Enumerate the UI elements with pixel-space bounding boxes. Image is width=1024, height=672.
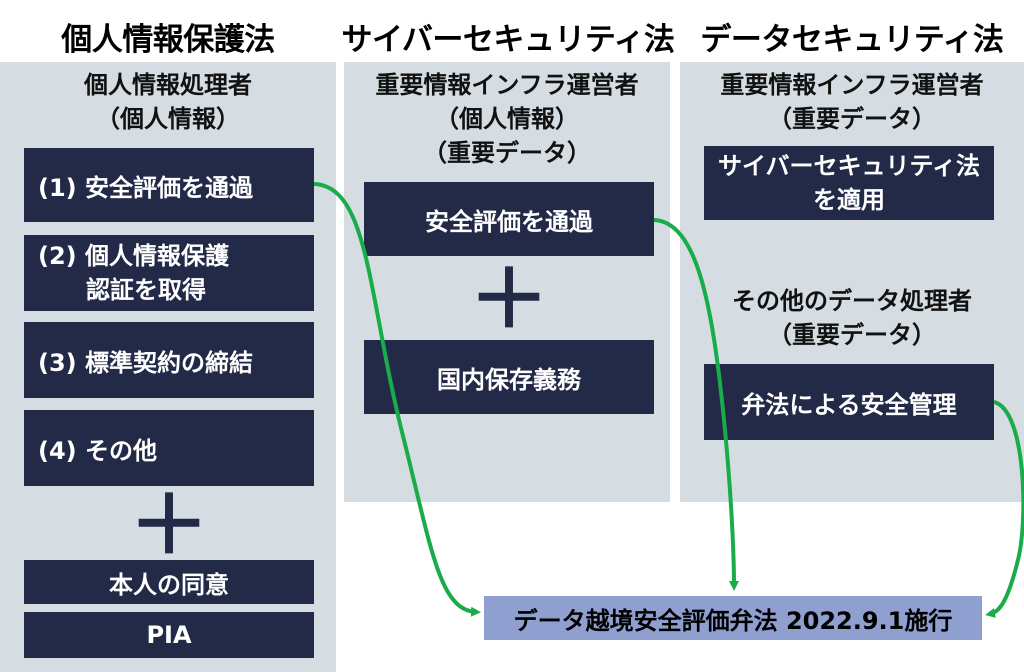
pipl-item-3: (3) 標準契約の締結 xyxy=(24,322,314,398)
cyber-item-security-assessment: 安全評価を通過 xyxy=(364,182,654,256)
target-label: データ越境安全評価弁法 2022.9.1施行 xyxy=(513,606,953,635)
arrow-ds-to-target xyxy=(985,400,1024,618)
subheading-datasecurity: 重要情報インフラ運営者 （重要データ） xyxy=(680,68,1024,136)
pipl-extra-consent-label: 本人の同意 xyxy=(109,570,229,599)
plus-icon: ＋ xyxy=(129,479,209,572)
plus-icon: ＋ xyxy=(469,253,549,346)
arrow-pipl-to-target xyxy=(313,182,481,617)
subheading-line: （個人情報） xyxy=(96,105,240,133)
target-cross-border-measures: データ越境安全評価弁法 2022.9.1施行 xyxy=(484,596,982,640)
subheading-line: （重要データ） xyxy=(423,139,591,167)
heading-datasecurity: データセキュリティ法 xyxy=(700,22,1004,58)
subheading-line: （個人情報） xyxy=(435,105,579,133)
subheading-line: 個人情報処理者 xyxy=(84,71,252,99)
pipl-item-2-line: (2) 個人情報保護 xyxy=(38,242,229,270)
pipl-item-2: (2) 個人情報保護 認証を取得 xyxy=(24,235,314,311)
ds-box-security-management: 弁法による安全管理 xyxy=(704,364,994,440)
pipl-item-3-label: (3) 標準契約の締結 xyxy=(38,348,253,377)
subheading-cybersecurity: 重要情報インフラ運営者 （個人情報） （重要データ） xyxy=(344,68,670,170)
pipl-item-1-label: (1) 安全評価を通過 xyxy=(38,173,253,202)
ds-box2-label: 弁法による安全管理 xyxy=(741,390,957,419)
pipl-item-1: (1) 安全評価を通過 xyxy=(24,148,314,222)
subheading-line: その他のデータ処理者 xyxy=(732,287,972,315)
subheading-other-processors: その他のデータ処理者 （重要データ） xyxy=(680,284,1024,352)
subheading-line: （重要データ） xyxy=(768,105,936,133)
subheading-pipl: 個人情報処理者 （個人情報） xyxy=(0,68,336,136)
pipl-extra-consent: 本人の同意 xyxy=(24,560,314,604)
pipl-item-4: (4) その他 xyxy=(24,410,314,486)
ds-box1-line: を適用 xyxy=(813,186,885,214)
subheading-line: 重要情報インフラ運営者 xyxy=(720,71,984,99)
pipl-item-2-line: 認証を取得 xyxy=(86,276,206,304)
ds-box1-line: サイバーセキュリティ法 xyxy=(717,152,981,180)
cyber-item-2-label: 国内保存義務 xyxy=(437,365,581,394)
arrow-cyber-to-target xyxy=(653,218,739,591)
heading-cybersecurity: サイバーセキュリティ法 xyxy=(341,22,675,58)
subheading-line: 重要情報インフラ運営者 xyxy=(375,71,639,99)
pipl-extra-pia-label: PIA xyxy=(146,621,192,649)
pipl-item-4-label: (4) その他 xyxy=(38,436,157,465)
pipl-extra-pia: PIA xyxy=(24,612,314,658)
heading-pipl: 個人情報保護法 xyxy=(61,22,275,58)
cyber-item-1-label: 安全評価を通過 xyxy=(425,207,593,236)
ds-box-apply-cyberlaw: サイバーセキュリティ法 を適用 xyxy=(704,146,994,220)
panel-cybersecurity xyxy=(344,62,670,502)
cyber-item-localization: 国内保存義務 xyxy=(364,340,654,414)
subheading-line: （重要データ） xyxy=(768,321,936,349)
